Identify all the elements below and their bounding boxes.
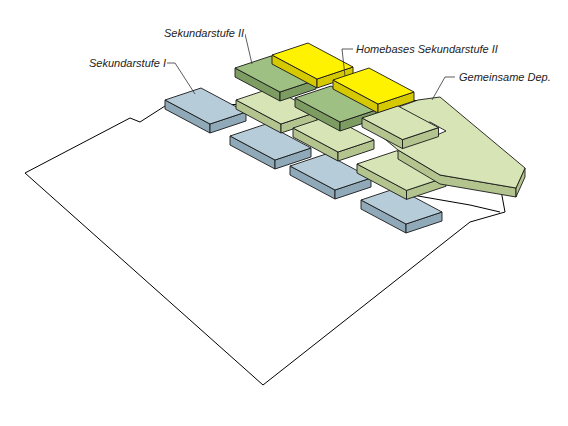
- callout-label: Sekundarstufe II: [163, 27, 245, 40]
- callout-label: Gemeinsame Dep.: [458, 71, 552, 84]
- leader-line: [432, 77, 455, 100]
- callout-label: Homebases Sekundarstufe II: [355, 43, 499, 56]
- slab-face: [272, 43, 353, 79]
- slab-face: [333, 68, 414, 104]
- callout-label: Sekundarstufe I: [88, 57, 167, 70]
- slab-face: [362, 97, 525, 188]
- slab-face: [362, 106, 439, 140]
- slab-face: [165, 88, 246, 124]
- leader-line: [342, 49, 353, 76]
